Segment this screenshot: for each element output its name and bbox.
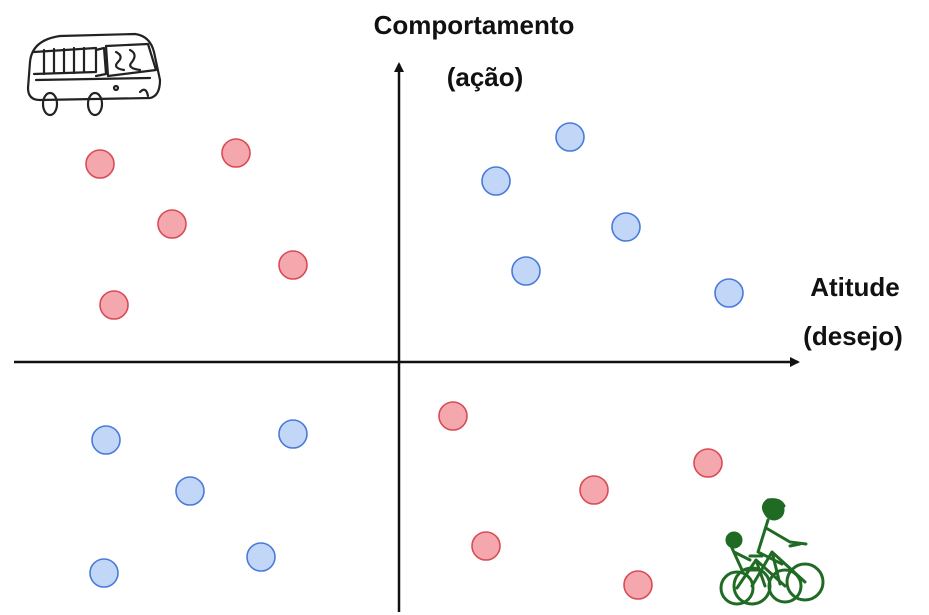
blue-point — [278, 419, 308, 449]
red-point — [623, 570, 653, 600]
blue-point — [481, 166, 511, 196]
blue-point — [611, 212, 641, 242]
points-group — [85, 122, 744, 600]
red-point — [221, 138, 251, 168]
red-point — [579, 475, 609, 505]
red-point — [471, 531, 501, 561]
blue-point — [246, 542, 276, 572]
red-point — [157, 209, 187, 239]
y-axis-label-line1: Comportamento — [374, 10, 575, 40]
cyclists-icon — [719, 498, 825, 606]
x-axis-label-line1: Atitude — [810, 272, 900, 302]
red-point — [278, 250, 308, 280]
bus-icon — [26, 32, 162, 117]
x-axis-label-line2: (desejo) — [803, 321, 903, 351]
blue-point — [91, 425, 121, 455]
y-axis-label-line2: (ação) — [447, 62, 524, 92]
red-point — [693, 448, 723, 478]
red-point — [85, 149, 115, 179]
blue-point — [714, 278, 744, 308]
blue-point — [89, 558, 119, 588]
red-point — [99, 290, 129, 320]
red-point — [438, 401, 468, 431]
blue-point — [511, 256, 541, 286]
blue-point — [175, 476, 205, 506]
blue-point — [555, 122, 585, 152]
